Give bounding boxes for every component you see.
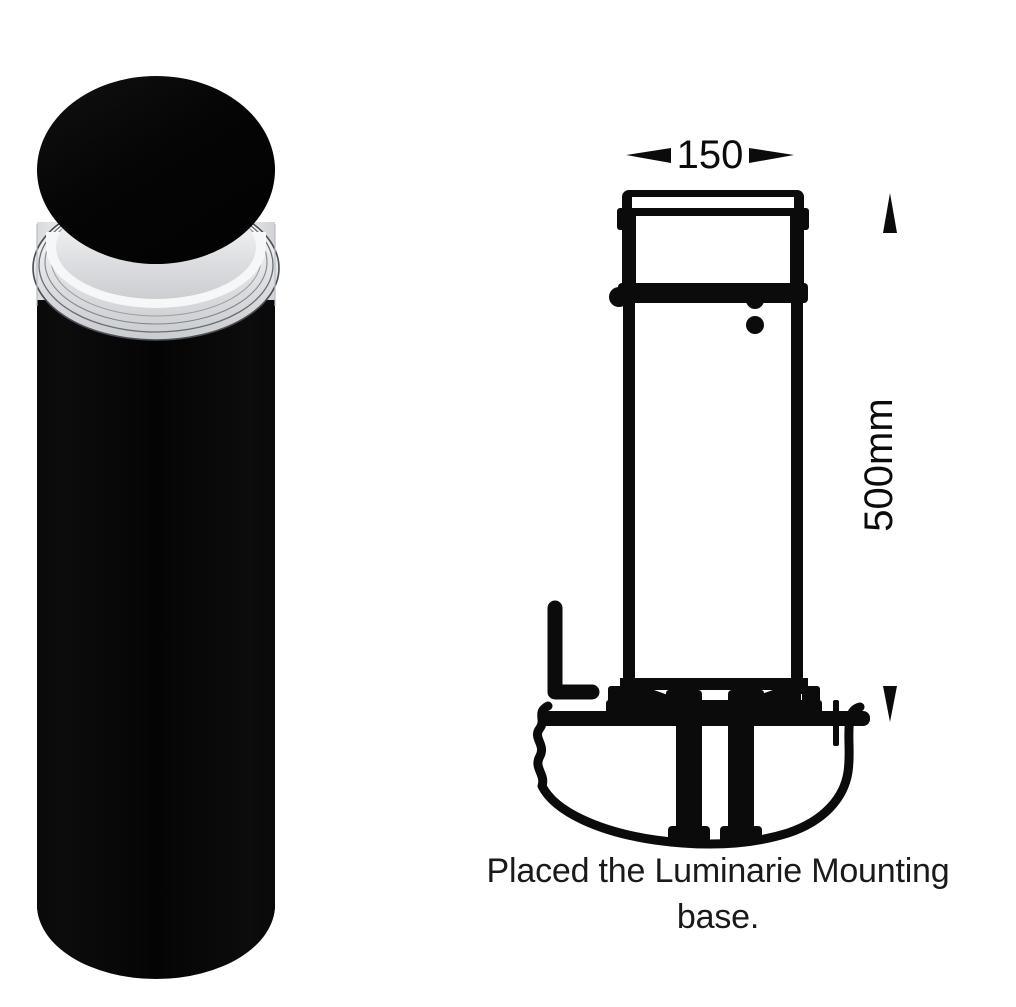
fixing-screw-lower — [746, 316, 764, 334]
bollard-photo-panel — [0, 0, 330, 1007]
bollard-column — [623, 296, 803, 694]
width-dimension-label: 150 — [677, 133, 744, 177]
cable-conduit — [547, 600, 600, 700]
anchor-bolt-left-nut — [668, 826, 710, 844]
fixing-screws — [746, 291, 764, 334]
bollard-luminaire-photo — [32, 76, 280, 979]
anchor-bolts — [668, 690, 762, 844]
technical-drawing-panel: 150 500mm — [420, 0, 1016, 850]
fixing-screw-upper — [746, 291, 764, 309]
caption-line-2: base. — [676, 898, 760, 937]
top-cap — [617, 190, 809, 298]
ground-tick — [833, 700, 839, 746]
arrow-down-icon — [883, 686, 897, 722]
ground-section — [533, 701, 865, 849]
ground-line — [540, 711, 870, 726]
housing-edge-lines — [36, 224, 276, 306]
anchor-bolt-left — [676, 690, 702, 842]
bollard-column-right — [791, 296, 803, 694]
bollard-column-left — [623, 296, 635, 694]
bollard-top-cap — [37, 76, 275, 264]
arrow-up-icon — [883, 193, 897, 233]
diagram-caption: Placed the Luminarie Mounting base. — [420, 848, 1016, 940]
anchor-bolt-right-nut — [720, 826, 762, 844]
height-dimension-group: 500mm — [857, 193, 901, 722]
height-dimension-label: 500mm — [857, 398, 901, 531]
bollard-body — [37, 300, 275, 979]
anchor-bolt-right — [728, 690, 754, 842]
arrow-right-icon — [749, 148, 794, 163]
arrow-left-icon — [626, 148, 671, 163]
caption-line-1: Placed the Luminarie Mounting — [486, 852, 950, 890]
cap-collar-band — [609, 283, 808, 307]
width-dimension-group: 150 — [626, 133, 794, 177]
bollard-section-drawing: 150 500mm — [533, 133, 901, 849]
